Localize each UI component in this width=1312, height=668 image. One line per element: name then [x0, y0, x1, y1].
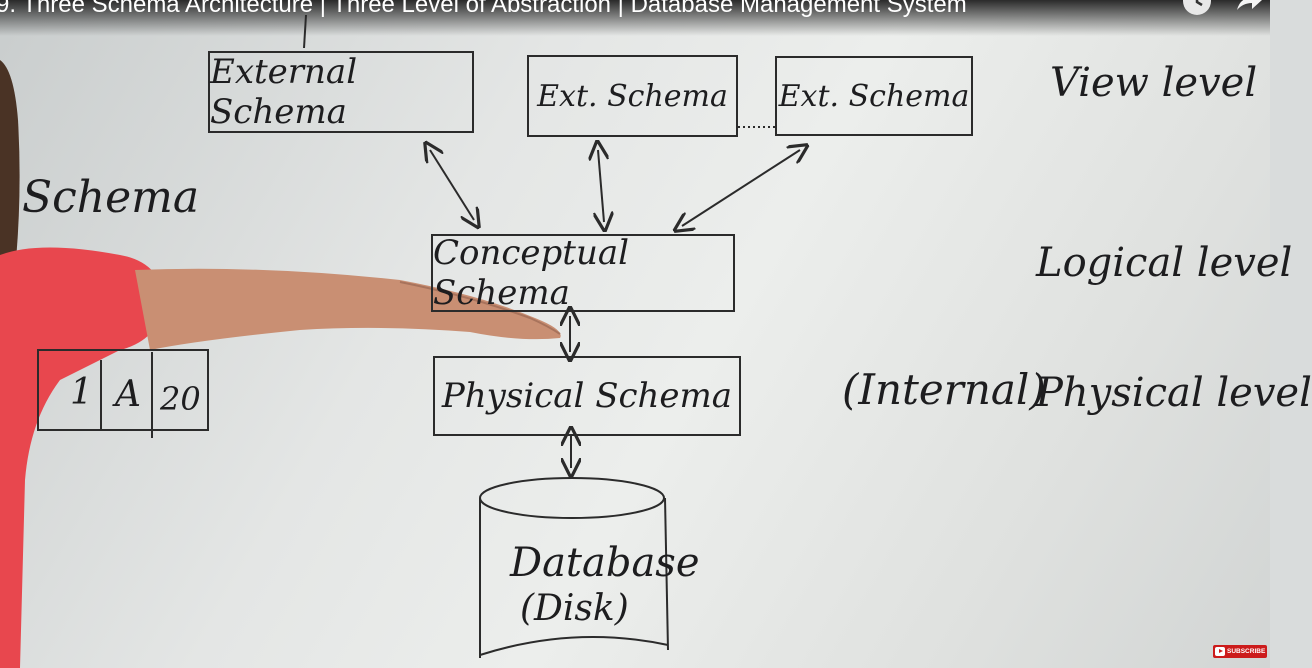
ext-schema-box-3: Ext. Schema — [775, 56, 973, 136]
database-cylinder — [479, 477, 669, 658]
ext-schema-label-3: Ext. Schema — [778, 78, 970, 114]
physical-schema-box: Physical Schema — [433, 356, 741, 436]
arrow-external-conceptual — [430, 150, 474, 220]
external-schema-label: External Schema — [210, 52, 358, 132]
video-title-bar: 9. Three Schema Architecture | Three Lev… — [0, 0, 1270, 36]
watch-later-icon[interactable] — [1182, 0, 1212, 16]
schema-side-label: Schema — [22, 172, 200, 223]
physical-schema-label: Physical Schema — [441, 376, 733, 416]
external-schema-box: External Schema — [208, 51, 474, 133]
physical-level-label: Physical level — [1036, 370, 1312, 416]
logical-level-label: Logical level — [1036, 240, 1293, 286]
subscribe-button[interactable]: SUBSCRIBE — [1213, 645, 1267, 658]
arrow-ext3-conceptual — [682, 150, 800, 226]
database-label: Database — [510, 540, 700, 586]
view-level-label: View level — [1050, 60, 1258, 106]
record-table — [37, 349, 209, 438]
ext-schema-box-2: Ext. Schema — [527, 55, 738, 137]
video-title[interactable]: 9. Three Schema Architecture | Three Lev… — [0, 0, 967, 18]
youtube-play-icon — [1215, 647, 1225, 656]
table-cell-3: 20 — [160, 380, 201, 418]
share-icon[interactable] — [1234, 0, 1264, 16]
conceptual-schema-box: Conceptual Schema — [431, 233, 735, 313]
table-cell-2: A — [115, 374, 141, 415]
conceptual-schema-label: Conceptual Schema — [433, 233, 630, 313]
presenter — [0, 60, 561, 668]
arrow-ext2-conceptual — [598, 150, 604, 222]
internal-label: (Internal) — [842, 365, 1046, 414]
table-cell-1: 1 — [70, 372, 93, 413]
diagram-connectors — [37, 14, 1270, 658]
subscribe-label: SUBSCRIBE — [1227, 648, 1266, 655]
disk-label: (Disk) — [520, 588, 629, 629]
ext-schema-label-2: Ext. Schema — [537, 78, 728, 114]
